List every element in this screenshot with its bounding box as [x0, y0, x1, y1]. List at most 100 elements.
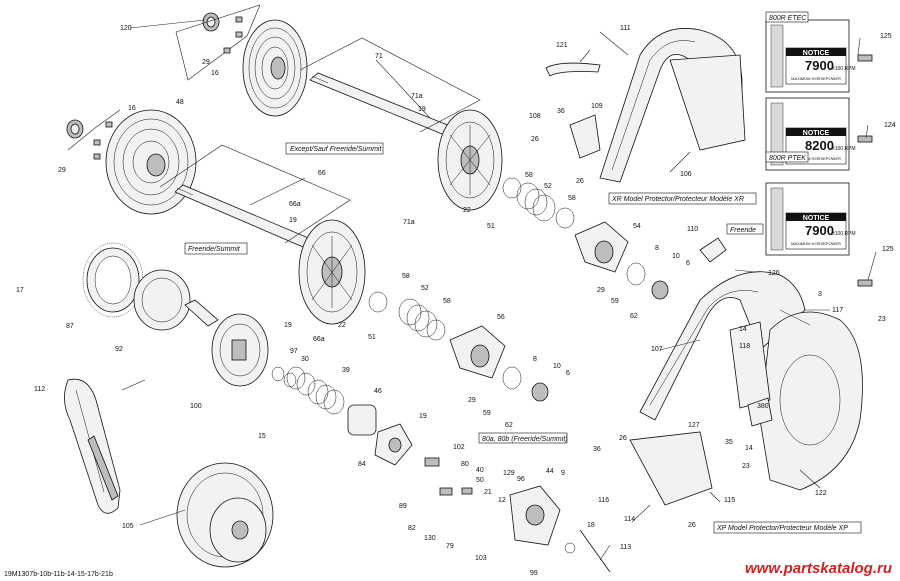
callout-3: 3 [818, 291, 822, 298]
callout-126: 126 [768, 270, 780, 277]
box-freeride: Freeride [730, 227, 756, 234]
callout-16-b: 16 [128, 105, 136, 112]
cam-upper [574, 221, 669, 300]
callout-22-b: 22 [338, 322, 346, 329]
callout-103: 103 [475, 555, 487, 562]
callout-112: 112 [34, 386, 45, 393]
callout-23-b: 23 [742, 463, 750, 470]
callout-111: 111 [620, 25, 631, 32]
callout-79: 79 [446, 543, 454, 550]
box-xr-protector: XR Model Protector/Protecteur Modèle XR [611, 196, 744, 203]
callout-121: 121 [556, 42, 568, 49]
callout-66a: 66a [289, 201, 301, 208]
watermark-text: www.partskatalog.ru [745, 560, 892, 577]
callout-84: 84 [358, 461, 366, 468]
callout-12: 12 [498, 497, 506, 504]
callout-29-c: 29 [597, 287, 605, 294]
callout-29-b: 29 [58, 167, 66, 174]
box-except-freeride: Except/Sauf Freeride/Summit [290, 146, 382, 153]
callout-127: 127 [688, 422, 700, 429]
callout-116: 116 [598, 497, 609, 504]
callout-66a-b: 66a [313, 336, 325, 343]
callout-129: 129 [503, 470, 515, 477]
notice-title-1: NOTICE [803, 50, 830, 57]
callout-125: 125 [880, 33, 892, 40]
callout-97: 97 [290, 348, 298, 355]
callout-52: 52 [421, 285, 429, 292]
guard-small-parts [545, 54, 873, 506]
callout-110: 110 [687, 226, 698, 233]
callout-8: 8 [655, 245, 659, 252]
callout-19: 19 [418, 106, 426, 113]
callout-58-d: 58 [568, 195, 576, 202]
callout-19-d: 19 [419, 413, 427, 420]
callout-51: 51 [487, 223, 495, 230]
callout-29: 29 [202, 59, 210, 66]
belt-guard-xp [639, 271, 863, 491]
callout-113: 113 [620, 544, 631, 551]
decal-800r-etec [765, 19, 850, 93]
callout-71: 71 [375, 53, 383, 60]
callout-59-b: 59 [483, 410, 491, 417]
notice-title-2: NOTICE [803, 130, 830, 137]
hub-parts [374, 423, 611, 573]
callout-10-b: 10 [553, 363, 561, 370]
callout-52-b: 52 [544, 183, 552, 190]
callout-107: 107 [651, 346, 663, 353]
callout-54: 54 [633, 223, 641, 230]
callout-48: 48 [176, 99, 184, 106]
callout-19-b: 19 [289, 217, 297, 224]
box-80ab: 80a, 80b (Freeride/Summit) [482, 436, 568, 443]
cam-lower [449, 325, 549, 402]
callout-26-c: 26 [619, 435, 627, 442]
callout-16: 16 [211, 70, 219, 77]
spider-upper [437, 109, 503, 211]
callout-36: 36 [557, 108, 565, 115]
belt-guard-xr [599, 28, 746, 183]
callout-58: 58 [402, 273, 410, 280]
callout-380: 380 [757, 403, 769, 410]
notice-rpm-2: 8200 [805, 138, 834, 153]
callout-109: 109 [591, 103, 603, 110]
shaft-upper [309, 72, 461, 139]
callout-82: 82 [408, 525, 416, 532]
callout-100: 100 [190, 403, 202, 410]
box-freeride-summit: Freeride/Summit [188, 246, 241, 253]
callout-22: 22 [463, 207, 471, 214]
callout-18: 18 [587, 522, 595, 529]
box-xp-protector: XP Model Protector/Protecteur Modèle XP [716, 525, 848, 532]
box-800r-ptek: 800R PTEK [769, 155, 806, 162]
callout-6-b: 6 [566, 370, 570, 377]
callout-92: 92 [115, 346, 123, 353]
callout-66: 66 [318, 170, 326, 177]
callout-130: 130 [424, 535, 436, 542]
callout-44: 44 [546, 468, 554, 475]
spider-lower [298, 219, 366, 325]
callout-71a: 71a [411, 93, 423, 100]
callout-96: 96 [517, 476, 525, 483]
callout-17: 17 [16, 287, 24, 294]
callout-120: 120 [120, 25, 132, 32]
callout-21: 21 [484, 489, 492, 496]
bushing [347, 404, 377, 436]
callout-114: 114 [624, 516, 635, 523]
callout-10: 10 [672, 253, 680, 260]
drawing-code: 19M1307b-10b-11b-14-15-17b-21b [4, 571, 113, 578]
callout-58-c: 58 [525, 172, 533, 179]
callout-46: 46 [374, 388, 382, 395]
callout-14: 14 [739, 326, 747, 333]
callout-56: 56 [497, 314, 505, 321]
callout-36-b: 36 [593, 446, 601, 453]
callout-58-b: 58 [443, 298, 451, 305]
notice-title-3: NOTICE [803, 215, 830, 222]
callout-71a-b: 71a [403, 219, 415, 226]
callout-105: 105 [122, 523, 134, 530]
notice-unit-2: ±100 RPM [832, 146, 856, 152]
callout-50: 50 [476, 477, 484, 484]
callout-35: 35 [725, 439, 733, 446]
callout-19-c: 19 [284, 322, 292, 329]
callout-6: 6 [686, 260, 690, 267]
callout-118: 118 [739, 343, 750, 350]
callout-106: 106 [680, 171, 692, 178]
callout-23: 23 [878, 316, 886, 323]
